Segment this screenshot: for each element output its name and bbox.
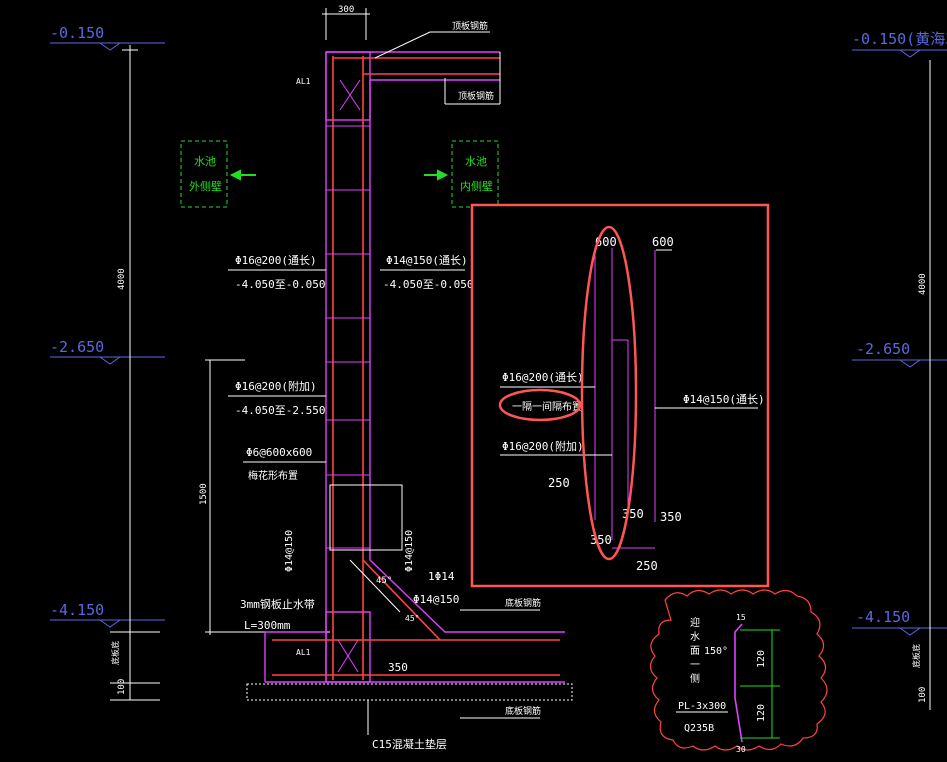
ws-angle-bottom: 30 <box>736 745 746 754</box>
ws-side-4: 一 <box>690 660 700 671</box>
haunch-angle: 45° <box>376 576 392 586</box>
haunch-detail <box>329 484 403 613</box>
dim-wall-height: 4000 <box>117 268 127 290</box>
outer-wall-box <box>180 140 228 208</box>
top-slab-bottom-label: 顶板钢筋 <box>458 90 494 102</box>
detail-350-a: 350 <box>622 507 644 521</box>
ws-dim-a: 120 <box>756 650 767 668</box>
wall-rebar <box>272 56 560 680</box>
outer-wall-label-1: 水池 <box>194 155 216 168</box>
inner-arrow-icon <box>424 169 449 181</box>
haunch-bar: 1Φ14 <box>428 570 455 583</box>
ws-grade: Q235B <box>684 723 714 734</box>
slab-bar-angle: 45° <box>405 614 419 623</box>
right-level-markers <box>852 49 947 636</box>
bottom-slab-bottom-label: 底板钢筋 <box>505 705 541 717</box>
waterstop-dims <box>740 629 780 739</box>
detail-outer-main: Φ16@200(通长) <box>502 371 584 384</box>
bottom-slab-top-label: 底板钢筋 <box>505 597 541 609</box>
detail-leaders <box>500 249 758 456</box>
detail-rebar-lines <box>594 248 656 549</box>
detail-250-a: 250 <box>548 476 570 490</box>
right-bottom-tag: 底板底 <box>911 644 921 668</box>
concrete-cushion <box>246 683 573 701</box>
level-right-mid: -2.650 <box>856 340 910 358</box>
dim-bottom-100: 100 <box>117 679 127 695</box>
inner-wall-box <box>451 140 499 208</box>
slab-bar-label: Φ14@150 <box>413 593 459 606</box>
left-level-markers <box>50 42 165 628</box>
detail-350-b: 350 <box>660 510 682 524</box>
detail-outer-add: Φ16@200(附加) <box>502 439 584 453</box>
inner-wall-label-1: 水池 <box>465 155 487 168</box>
vertical-bar-left: Φ14@150 <box>284 530 295 572</box>
detail-inner-main: Φ14@150(通长) <box>683 393 765 406</box>
inner-wall-label-2: 内侧壁 <box>460 179 493 193</box>
cushion-label: C15混凝土垫层 <box>372 737 447 751</box>
left-bottom-tag: 底板底 <box>110 641 120 665</box>
rebar-inner-main: Φ14@150(通长) <box>386 254 468 267</box>
ws-side-3: 面 <box>690 646 700 657</box>
rebar-outer-add: Φ16@200(附加) <box>235 379 317 393</box>
ws-angle-top: 15 <box>736 613 746 622</box>
level-right-top: -0.150(黄海3.60 <box>852 30 947 48</box>
detail-350-c: 350 <box>590 533 612 547</box>
ws-side-5: 侧 <box>690 672 700 685</box>
al1-top-label: AL1 <box>296 77 311 86</box>
dim-350: 350 <box>388 661 408 674</box>
detail-top-600-b: 600 <box>652 235 674 249</box>
outer-wall-label-2: 外侧壁 <box>189 179 222 193</box>
level-left-top: -0.150 <box>50 24 104 42</box>
waterstop-plate <box>734 623 743 743</box>
level-right-bottom: -4.150 <box>856 608 910 626</box>
top-slab-top-label: 顶板钢筋 <box>452 20 488 32</box>
level-left-bottom: -4.150 <box>50 601 104 619</box>
detail-highlight-ellipse-large <box>580 225 638 561</box>
wall-width-dimension <box>322 8 370 40</box>
ws-side-1: 迎 <box>690 617 700 629</box>
waterstop-length: L=300mm <box>244 619 291 632</box>
rebar-outer-main: Φ16@200(通长) <box>235 254 317 267</box>
level-left-mid: -2.650 <box>50 338 104 356</box>
tie-bar-note: 梅花形布置 <box>248 469 298 482</box>
ws-dim-b: 120 <box>756 704 767 722</box>
detail-highlight-ellipse-small <box>498 388 582 422</box>
rebar-outer-add-range: -4.050至-2.550 <box>235 404 325 417</box>
dim-lower-height: 1500 <box>199 483 209 505</box>
dim-wall-width: 300 <box>338 5 354 15</box>
detail-250-b: 250 <box>636 559 658 573</box>
detail-inset-frame <box>470 203 770 588</box>
vertical-bar-right: Φ14@150 <box>404 530 415 572</box>
wall-outline <box>264 51 565 683</box>
al1-bottom-label: AL1 <box>296 648 311 657</box>
revision-cloud <box>649 589 828 751</box>
top-slab-leaders <box>374 31 501 105</box>
rebar-callout-lines <box>228 269 465 463</box>
rebar-inner-main-range: -4.050至-0.050 <box>383 278 473 291</box>
wall-horizontal-bars <box>326 125 370 549</box>
rebar-outer-main-range: -4.050至-0.050 <box>235 278 325 291</box>
ws-angle: 150° <box>704 646 728 657</box>
ws-plate: PL-3x300 <box>678 701 726 712</box>
detail-alternate: 一隔一间隔布置 <box>512 400 582 413</box>
waterstop-label: 3mm钢板止水带 <box>240 597 315 611</box>
tie-bar-label: Φ6@600x600 <box>246 446 312 459</box>
ws-side-2: 水 <box>690 631 700 643</box>
outer-arrow-icon <box>229 169 256 181</box>
dim-right-100: 100 <box>918 687 928 703</box>
dim-right-height: 4000 <box>918 273 928 295</box>
al1-crosses <box>337 79 361 673</box>
